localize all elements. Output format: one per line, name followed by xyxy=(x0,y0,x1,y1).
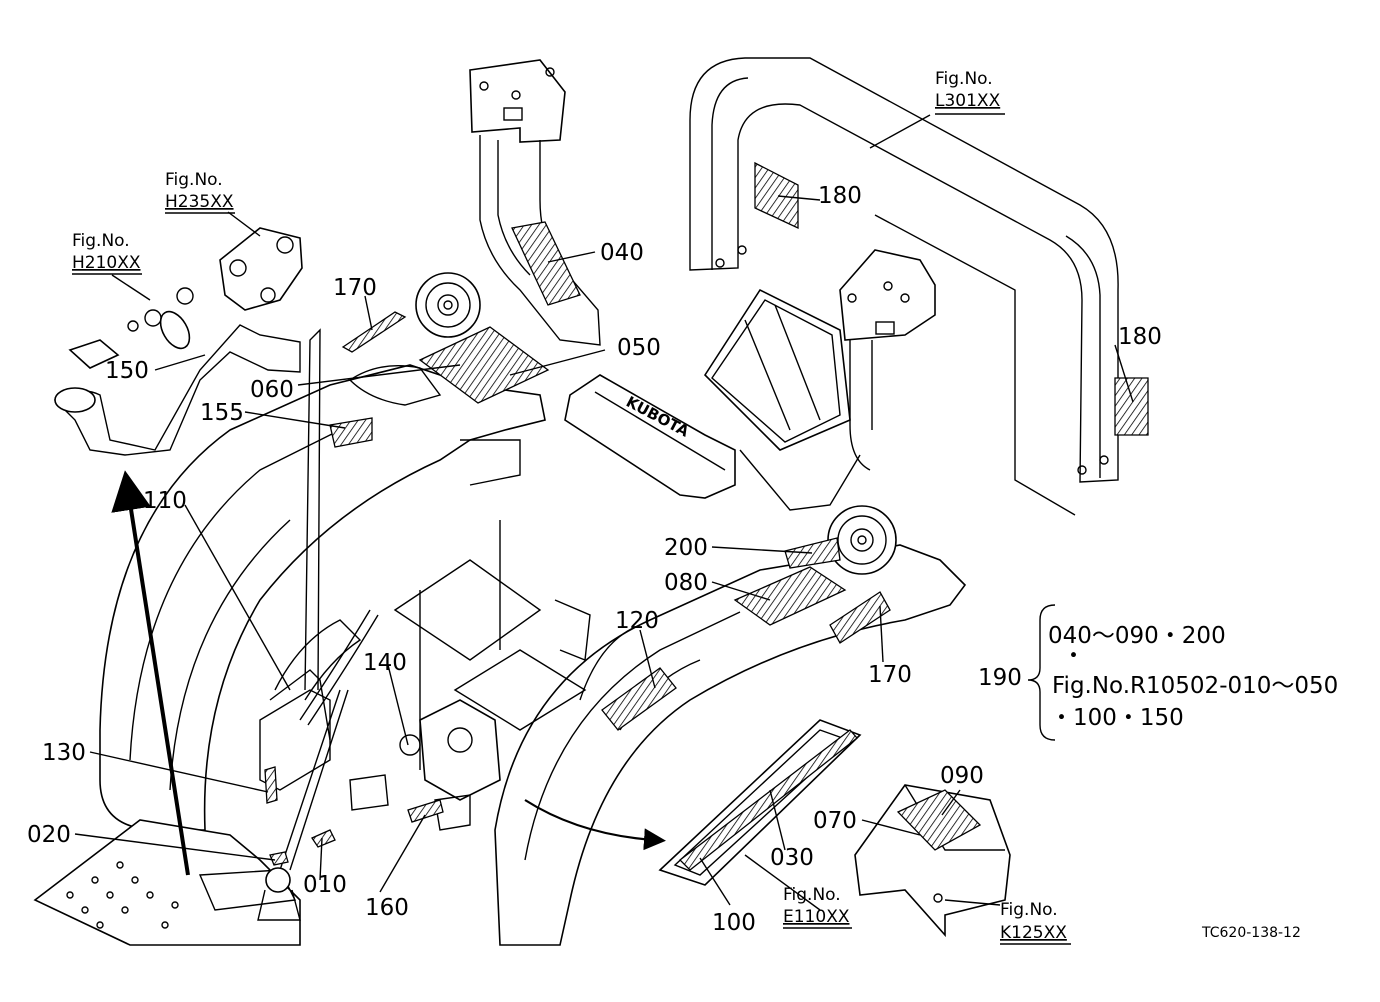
part-label-160: 160 xyxy=(365,895,409,921)
rops-frame xyxy=(689,57,1119,516)
part-label-040: 040 xyxy=(600,240,644,266)
fig-ref-l301-label: Fig.No. xyxy=(935,69,993,89)
fig-ref-h210-label: Fig.No. xyxy=(72,231,130,251)
fig-ref-e110-label: Fig.No. xyxy=(783,885,841,905)
fig-ref-k125-label: Fig.No. xyxy=(1000,900,1058,920)
fig-ref-h235-code: H235XX xyxy=(165,192,234,212)
part-label-060: 060 xyxy=(250,377,294,403)
part-label-130: 130 xyxy=(42,740,86,766)
part-label-150: 150 xyxy=(105,358,149,384)
part-label-050: 050 xyxy=(617,335,661,361)
rops-post-left xyxy=(469,59,601,346)
drawing-code: TC620-138-12 xyxy=(1201,925,1301,941)
fig-ref-h210-code: H210XX xyxy=(72,253,141,273)
part-label-140: 140 xyxy=(363,650,407,676)
part-label-170-top: 170 xyxy=(333,275,377,301)
part-label-010: 010 xyxy=(303,872,347,898)
direction-arrow-curved xyxy=(524,799,666,851)
group-note-line-1: 040～090・200 xyxy=(1048,623,1226,649)
part-label-180-top: 180 xyxy=(818,183,862,209)
part-label-090: 090 xyxy=(940,763,984,789)
part-label-020: 020 xyxy=(27,822,71,848)
part-label-070: 070 xyxy=(813,808,857,834)
part-label-120: 120 xyxy=(615,608,659,634)
figure-references: Fig.No. L301XX Fig.No. H235XX Fig.No. H2… xyxy=(72,69,1071,945)
hydraulic-valve xyxy=(53,227,303,456)
group-bracket xyxy=(1027,604,1056,741)
fig-ref-l301-code: L301XX xyxy=(935,91,1001,111)
fig-ref-e110-code: E110XX xyxy=(783,907,850,927)
group-note-line-3: Fig.No.R10502-010～050 xyxy=(1052,673,1338,699)
operator-platform xyxy=(33,819,301,946)
hand-lever xyxy=(257,328,379,921)
fig-ref-h235-label: Fig.No. xyxy=(165,170,223,190)
group-note: 040～090・200 ・ Fig.No.R10502-010～050 ・100… xyxy=(1048,623,1338,731)
seat-switch-right xyxy=(827,505,897,575)
part-label-200: 200 xyxy=(664,535,708,561)
group-note-line-2: ・ xyxy=(1062,643,1085,669)
part-label-170-right: 170 xyxy=(868,662,912,688)
decals xyxy=(264,161,1149,871)
frame-linkage xyxy=(259,520,591,831)
part-label-030: 030 xyxy=(770,845,814,871)
leader-lines xyxy=(74,114,1134,911)
part-label-190: 190 xyxy=(978,665,1022,691)
part-labels: 180 180 040 050 060 170 150 155 110 200 … xyxy=(27,183,1162,936)
part-label-180-right: 180 xyxy=(1118,324,1162,350)
part-label-155: 155 xyxy=(200,400,244,426)
part-label-080: 080 xyxy=(664,570,708,596)
rops-bracket-right xyxy=(839,249,936,471)
group-note-line-4: ・100・150 xyxy=(1050,705,1184,731)
part-label-110: 110 xyxy=(143,488,187,514)
fig-ref-k125-code: K125XX xyxy=(1000,923,1067,943)
part-label-100: 100 xyxy=(712,910,756,936)
direction-arrow-up xyxy=(111,470,190,876)
seat-back-panel: KUBOTA xyxy=(564,374,736,499)
seat xyxy=(703,288,861,511)
seat-switch-left xyxy=(415,272,481,338)
